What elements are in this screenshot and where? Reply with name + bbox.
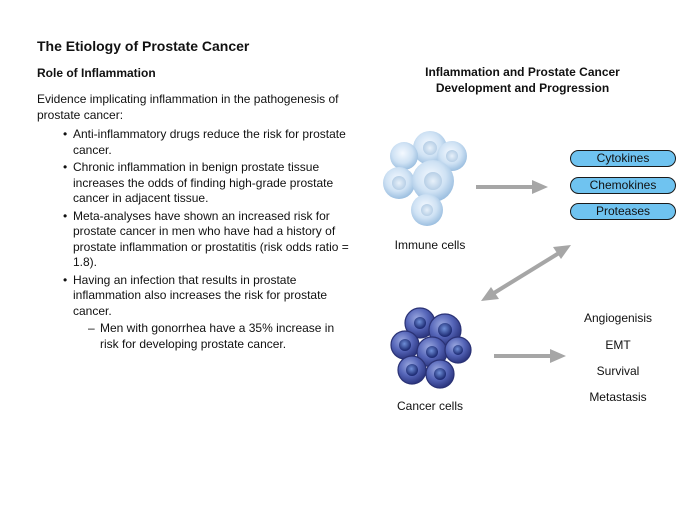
list-item: • Meta-analyses have shown an increased r… bbox=[63, 209, 358, 271]
section-subtitle: Role of Inflammation bbox=[37, 66, 156, 80]
intro-text: Evidence implicating inflammation in the… bbox=[37, 92, 339, 122]
page-title: The Etiology of Prostate Cancer bbox=[37, 38, 250, 54]
cytokines-pill: Cytokines bbox=[570, 150, 676, 167]
bullet-icon: • bbox=[63, 160, 68, 174]
outcome-survival: Survival bbox=[596, 364, 640, 378]
right-arrow-icon bbox=[476, 180, 548, 194]
evidence-list: • Anti-inflammatory drugs reduce the risk… bbox=[63, 127, 358, 352]
dash-icon: – bbox=[88, 321, 95, 335]
immune-cells-image bbox=[383, 131, 467, 226]
bullet-text: Having an infection that results in pros… bbox=[73, 272, 328, 318]
immune-cells-label: Immune cells bbox=[394, 238, 466, 252]
diagram-title-line-2: Development and Progression bbox=[435, 81, 610, 95]
outcome-metastasis: Metastasis bbox=[589, 390, 647, 404]
bullet-text: Anti-inflammatory drugs reduce the risk … bbox=[73, 127, 346, 157]
list-item: • Having an infection that results in pro… bbox=[63, 273, 358, 320]
outcome-angiogenisis: Angiogenisis bbox=[583, 311, 653, 325]
sub-list-item: –Men with gonorrhea have a 35% increase … bbox=[88, 321, 350, 352]
list-item: • Chronic inflammation in benign prostate… bbox=[63, 160, 358, 207]
outcome-emt: EMT bbox=[605, 338, 631, 352]
bullet-icon: • bbox=[63, 127, 68, 141]
right-arrow-icon bbox=[494, 349, 566, 363]
bullet-icon: • bbox=[63, 272, 68, 287]
subbullet-text: Men with gonorrhea have a 35% increase i… bbox=[100, 321, 335, 351]
cancer-cells-image bbox=[390, 307, 472, 389]
bullet-icon: • bbox=[63, 208, 68, 223]
chemokines-pill: Chemokines bbox=[570, 177, 676, 194]
bullet-text: Chronic inflammation in benign prostate … bbox=[73, 160, 334, 205]
cancer-cells-label: Cancer cells bbox=[396, 399, 464, 413]
proteases-pill: Proteases bbox=[570, 203, 676, 220]
list-item: • Anti-inflammatory drugs reduce the risk… bbox=[63, 127, 358, 158]
diagram-title-line-1: Inflammation and Prostate Cancer bbox=[425, 65, 620, 79]
bullet-text: Meta-analyses have shown an increased ri… bbox=[73, 208, 349, 270]
diagram-title: Inflammation and Prostate Cancer Develop… bbox=[410, 64, 635, 96]
double-arrow-icon bbox=[481, 245, 571, 301]
